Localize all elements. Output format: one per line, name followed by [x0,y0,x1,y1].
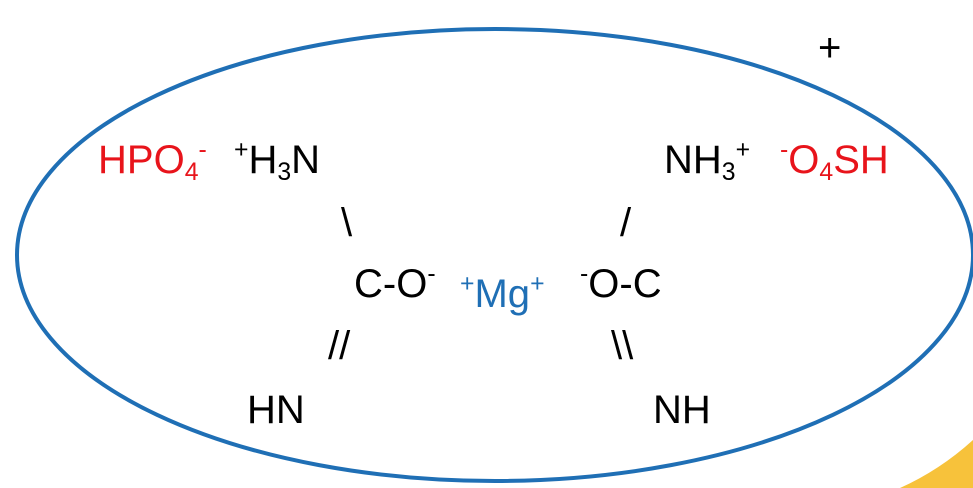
left-ammonium-label: +H3N [234,136,321,186]
right-imine-label: NH [653,388,711,432]
right-ammonium-label: NH3+ [664,136,751,186]
right-carbonyl-label: -O-C [580,260,662,306]
overall-charge-label: + [818,26,842,70]
left-lower-double-bond: // [328,324,351,368]
right-upper-bond: / [620,201,632,245]
corner-accent [900,440,973,488]
left-imine-label: HN [247,388,305,432]
left-carbonyl-label: C-O- [354,260,436,306]
hydrogen-phosphate-label: HPO4- [98,136,207,186]
right-lower-double-bond: \\ [611,324,634,368]
complex-ellipse [15,27,973,483]
left-upper-bond: \ [341,201,353,245]
magnesium-label: +Mg+ [460,270,545,316]
hydrogen-sulfate-label: -O4SH [780,136,889,186]
